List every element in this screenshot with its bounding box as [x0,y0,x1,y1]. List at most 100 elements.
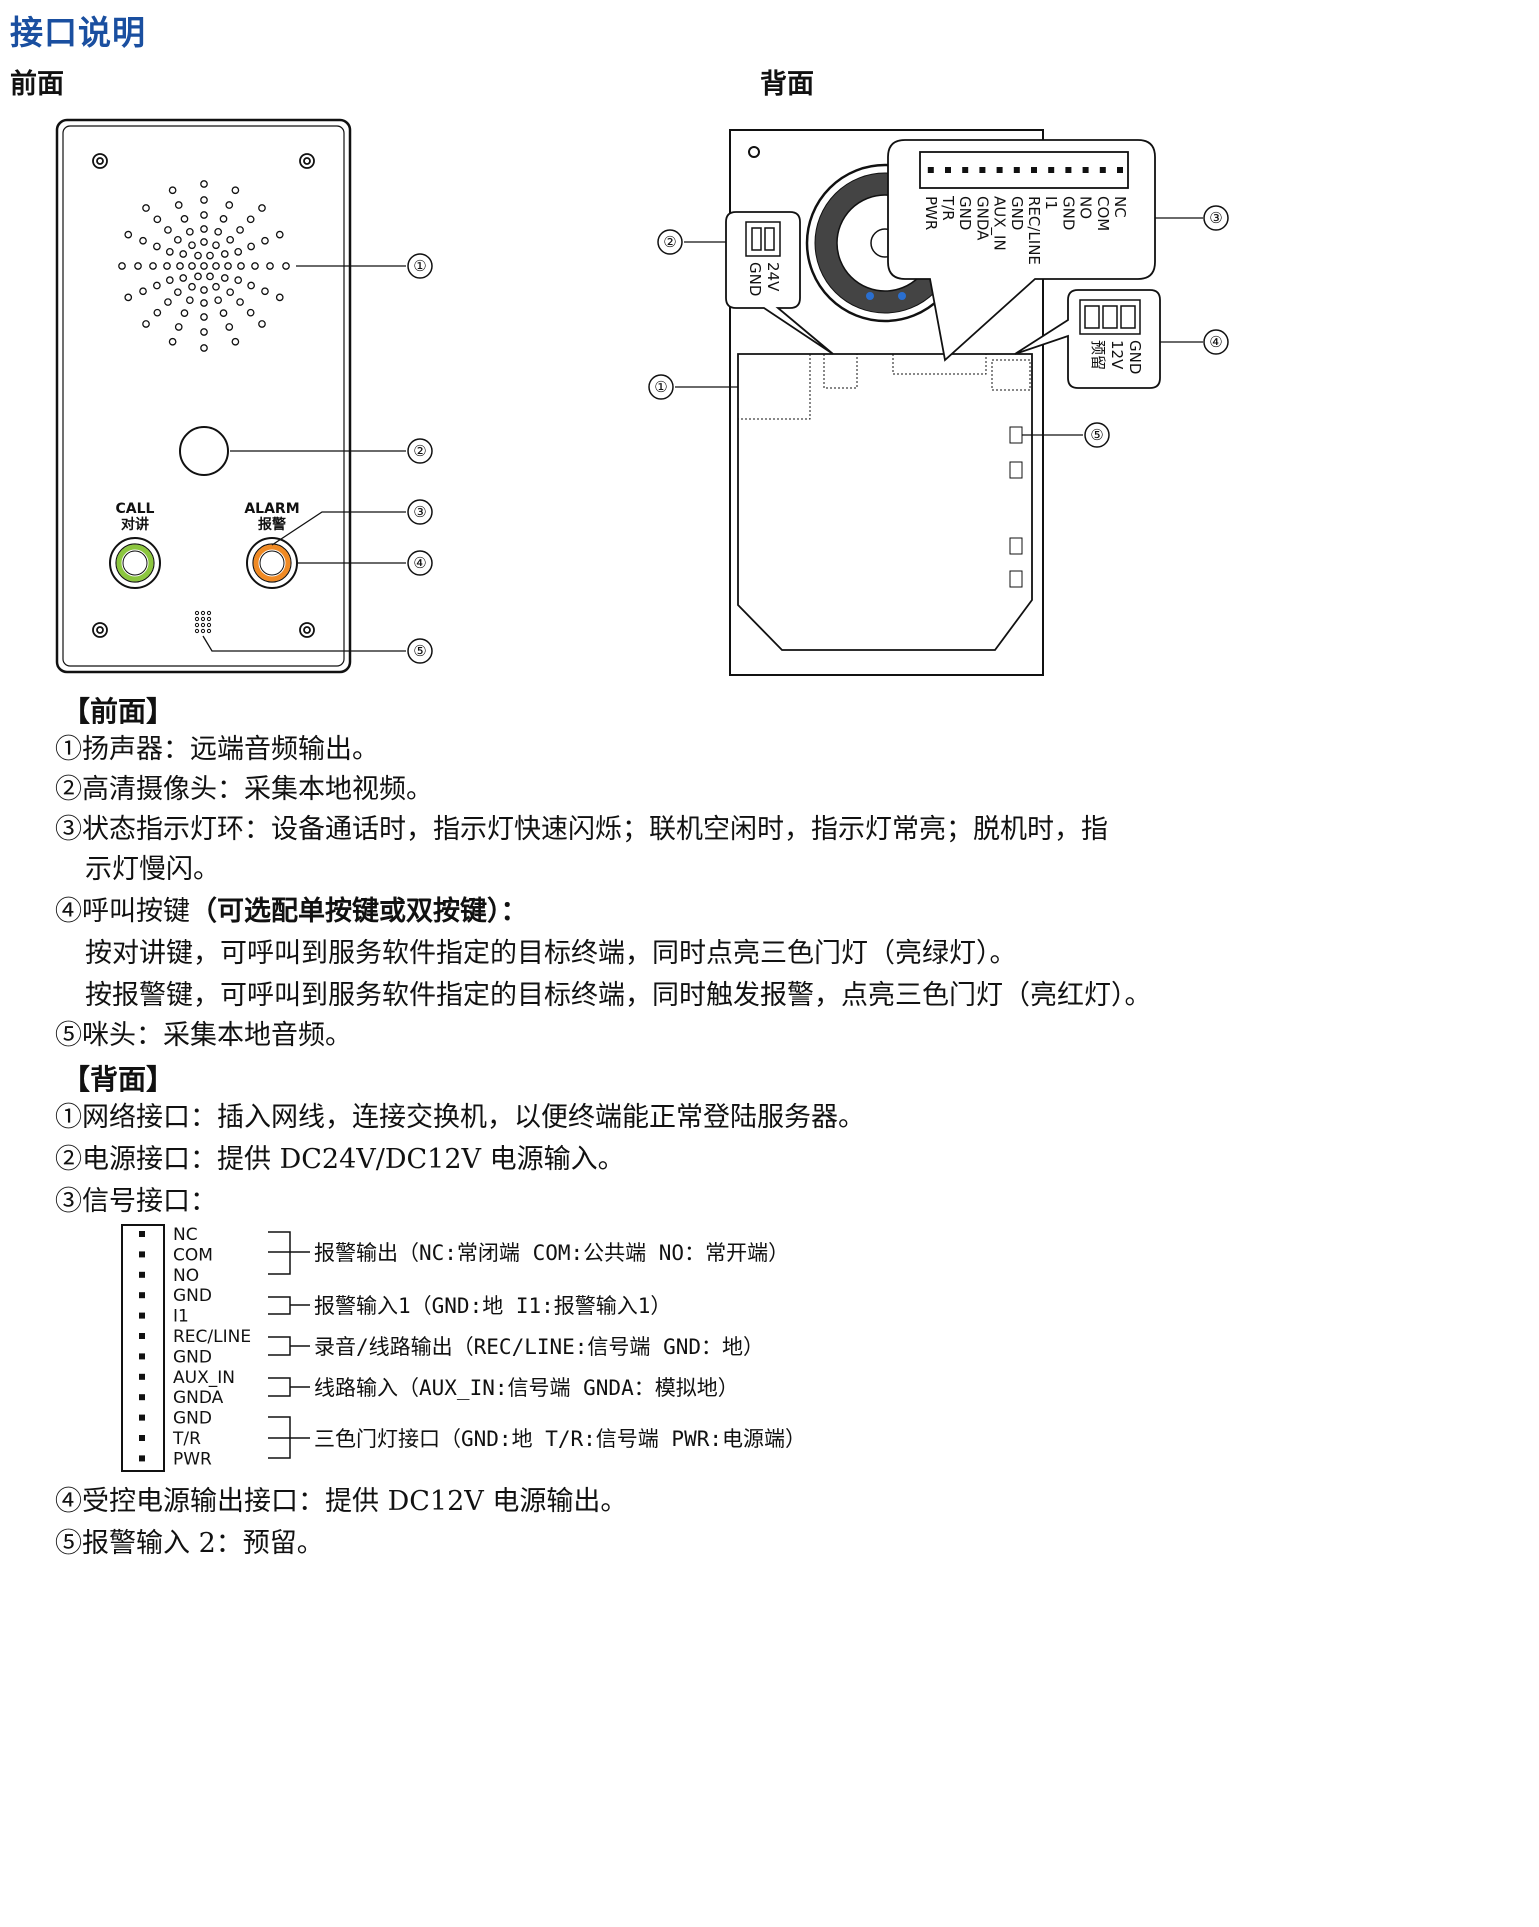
speaker-hole [180,309,189,317]
signal-group-alarm-input: 报警输入1（GND:地 I1:报警输入1） [314,1294,671,1318]
speaker-hole [200,180,208,188]
signal-pin [139,1271,145,1278]
speaker-hole [142,320,150,328]
signal-group-rec-line: 录音/线路输出（REC/LINE:信号端 GND：地） [314,1335,764,1359]
terminal-pin [1048,167,1055,173]
signal-pin [139,1312,145,1319]
speaker-hole [173,288,182,297]
terminal-pin [962,167,969,173]
speaker-hole [153,242,161,251]
screw-icon [92,153,315,638]
signal-port-icon [892,353,987,375]
speaker-hole [200,299,208,307]
speaker-hole [261,287,269,296]
terminal-label: I1 [1042,196,1060,210]
speaker-hole [251,262,259,270]
signal-pin-label: REC/LINE [173,1327,251,1347]
speaker-hole [212,282,220,291]
terminal-label: GND [956,196,974,230]
speaker-hole [275,230,284,239]
front-item-4-note: （可选配单按键或双按键）： [190,896,528,927]
terminal-label: REC/LINE [1025,196,1043,265]
front-section-heading: 【前面】 [62,695,175,728]
terminal-pin [979,167,986,173]
speaker-hole [179,274,188,282]
speaker-hole [200,344,208,352]
speaker-hole [153,281,161,290]
speaker-hole [200,225,208,233]
terminal-label: AUX_IN [990,196,1009,251]
speaker-hole [180,215,189,223]
callout-1: ① [413,257,426,275]
terminal-label: COM [1094,196,1112,231]
speaker-hole [139,236,147,245]
front-section-text: ①扬声器：远端音频输出。 ②高清摄像头：采集本地视频。 ③状态指示灯环：设备通话… [55,730,1255,1060]
output-port-icon [991,359,1031,391]
speaker-hole [149,262,157,270]
signal-pin [139,1435,145,1441]
back-item-1: ①网络接口：插入网线，连接交换机，以便终端能正常登陆服务器。 [55,1102,865,1133]
back-callout-2: ② [663,233,676,251]
speaker-hole [153,308,162,317]
callout-2: ② [413,442,426,460]
signal-pin-label: PWR [173,1449,212,1469]
output-label-gnd: GND [1126,340,1144,374]
output-label-12v: 12V [1108,340,1126,370]
terminal-label: GND [1008,196,1026,230]
signal-pin-label: I1 [173,1307,189,1327]
terminal-label: T/R [939,195,957,221]
speaker-hole [246,215,255,224]
speaker-hole [219,309,228,317]
back-section-text: ①网络接口：插入网线，连接交换机，以便终端能正常登陆服务器。 ②电源接口：提供 … [55,1098,1255,1228]
front-item-4-call: 按对讲键，可呼叫到服务软件指定的目标终端，同时点亮三色门灯（亮绿灯）。 [85,938,1017,969]
signal-pin [139,1455,145,1462]
speaker-hole [258,320,266,328]
terminal-pin [996,167,1003,173]
output-label-reserved: 预留 [1089,340,1107,370]
front-panel: CALL 对讲 ALARM 报警 [55,118,433,674]
signal-pin [139,1353,145,1360]
front-item-4-alarm: 按报警键，可呼叫到服务软件指定的目标终端，同时触发报警，点亮三色门灯（亮红灯）。 [85,980,1152,1011]
speaker-hole [168,186,177,195]
speaker-hole [247,281,255,290]
speaker-hole [134,262,142,270]
signal-pin-label: AUX_IN [173,1368,235,1388]
speaker-hole [212,241,220,250]
terminal-pin [1031,167,1037,173]
signal-pin [139,1333,145,1339]
front-item-1: ①扬声器：远端音频输出。 [55,734,379,765]
signal-pin-label: GNDA [173,1388,224,1408]
power-label-gnd: GND [746,262,764,296]
speaker-hole [188,282,196,291]
signal-group-door-light: 三色门灯接口（GND:地 T/R:信号端 PWR:电源端） [314,1427,806,1451]
terminal-label: NO [1077,196,1095,219]
speaker-hole [220,250,229,258]
mount-hole-icon [748,146,760,158]
power-label-24v: 24V [764,262,782,292]
speaker-hole [275,293,284,302]
front-item-3-cont: 示灯慢闪。 [85,854,220,885]
camera-icon [179,426,229,476]
speaker-hole [165,276,174,285]
alarm-label-en: ALARM [244,501,299,517]
speaker-hole [224,262,232,270]
signal-pin-label: T/R [172,1429,201,1449]
microphone-icon [194,610,212,634]
callout-4: ④ [413,554,426,572]
speaker-hole [225,201,234,209]
speaker-hole [200,286,208,294]
terminal-pin [927,167,934,173]
callout-3: ③ [413,503,426,521]
terminal-label: NC [1111,196,1129,218]
front-item-4: ④呼叫按键（可选配单按键或双按键）： [55,892,528,932]
signal-group-line-input: 线路输入（AUX_IN:信号端 GNDA：模拟地） [314,1376,739,1400]
signal-pin [139,1414,145,1421]
speaker-hole [226,288,235,297]
back-panel: NCCOMNOGNDI1REC/LINEGNDAUX_INGNDAGNDT/RP… [648,129,1229,676]
speaker-hole [219,215,228,223]
back-item-3: ③信号接口： [55,1186,217,1217]
speaker-hole [200,238,208,246]
speaker-hole [225,323,234,331]
speaker-hole [185,296,194,305]
front-item-5: ⑤咪头：采集本地音频。 [55,1020,352,1051]
